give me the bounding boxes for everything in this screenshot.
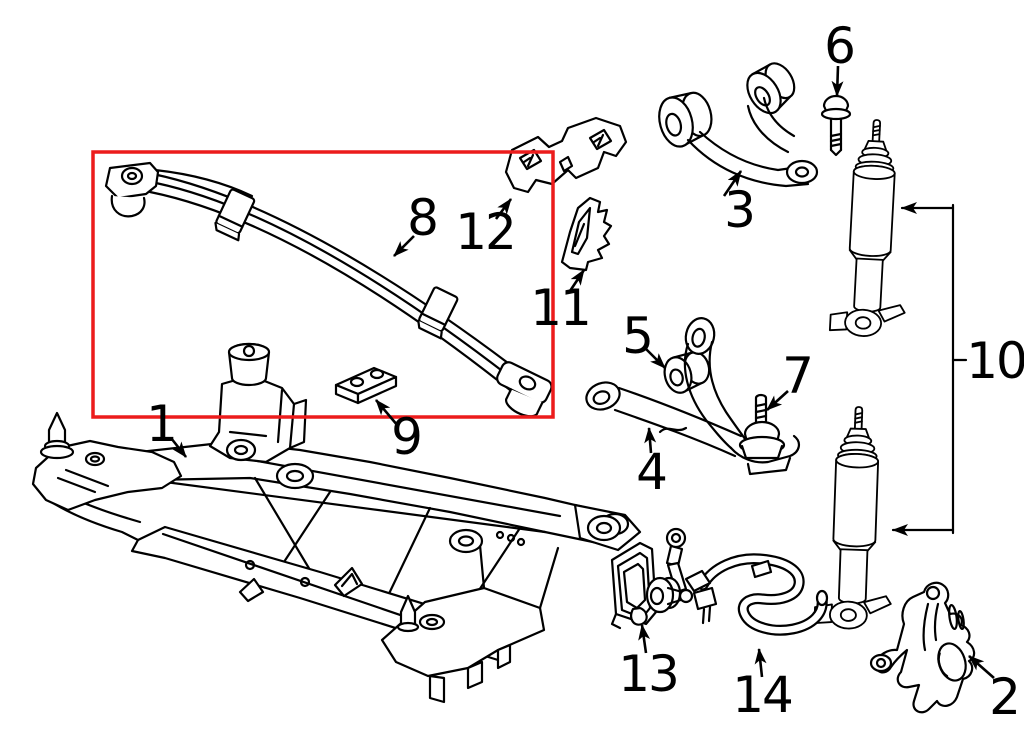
part-leaf-spring [104, 161, 553, 418]
part-label-6: 6 [824, 17, 856, 75]
part-label-11: 11 [530, 279, 592, 337]
part-label-14: 14 [732, 666, 794, 724]
part-upper-control-arm [658, 62, 819, 188]
part-small-bracket [560, 196, 613, 272]
part-label-1: 1 [146, 395, 178, 453]
part-mount-bracket [504, 116, 628, 194]
part-label-4: 4 [636, 443, 668, 501]
part-label-8: 8 [407, 189, 439, 247]
part-label-9: 9 [391, 408, 423, 466]
leader-arrows [169, 65, 995, 679]
part-label-12: 12 [455, 203, 517, 261]
part-ball-joint [738, 393, 786, 460]
part-label-5: 5 [622, 307, 654, 365]
part-steering-knuckle [869, 581, 976, 714]
part-label-3: 3 [724, 181, 756, 239]
part-crossmember [31, 342, 642, 704]
part-spring-spacer [334, 366, 398, 405]
part-shock-absorber-upper [828, 117, 916, 340]
part-control-arm-bushing [663, 351, 711, 394]
part-label-7: 7 [782, 347, 814, 405]
part-lower-control-arm [585, 317, 800, 476]
part-label-13: 13 [618, 645, 680, 703]
part-sensor-harness [684, 553, 829, 636]
part-ride-height-sensor [610, 527, 694, 630]
shock-bracket-lines [891, 202, 968, 536]
highlight-box [91, 150, 555, 419]
part-label-10: 10 [966, 332, 1024, 390]
part-bolt [820, 94, 852, 157]
part-label-2: 2 [989, 668, 1021, 726]
